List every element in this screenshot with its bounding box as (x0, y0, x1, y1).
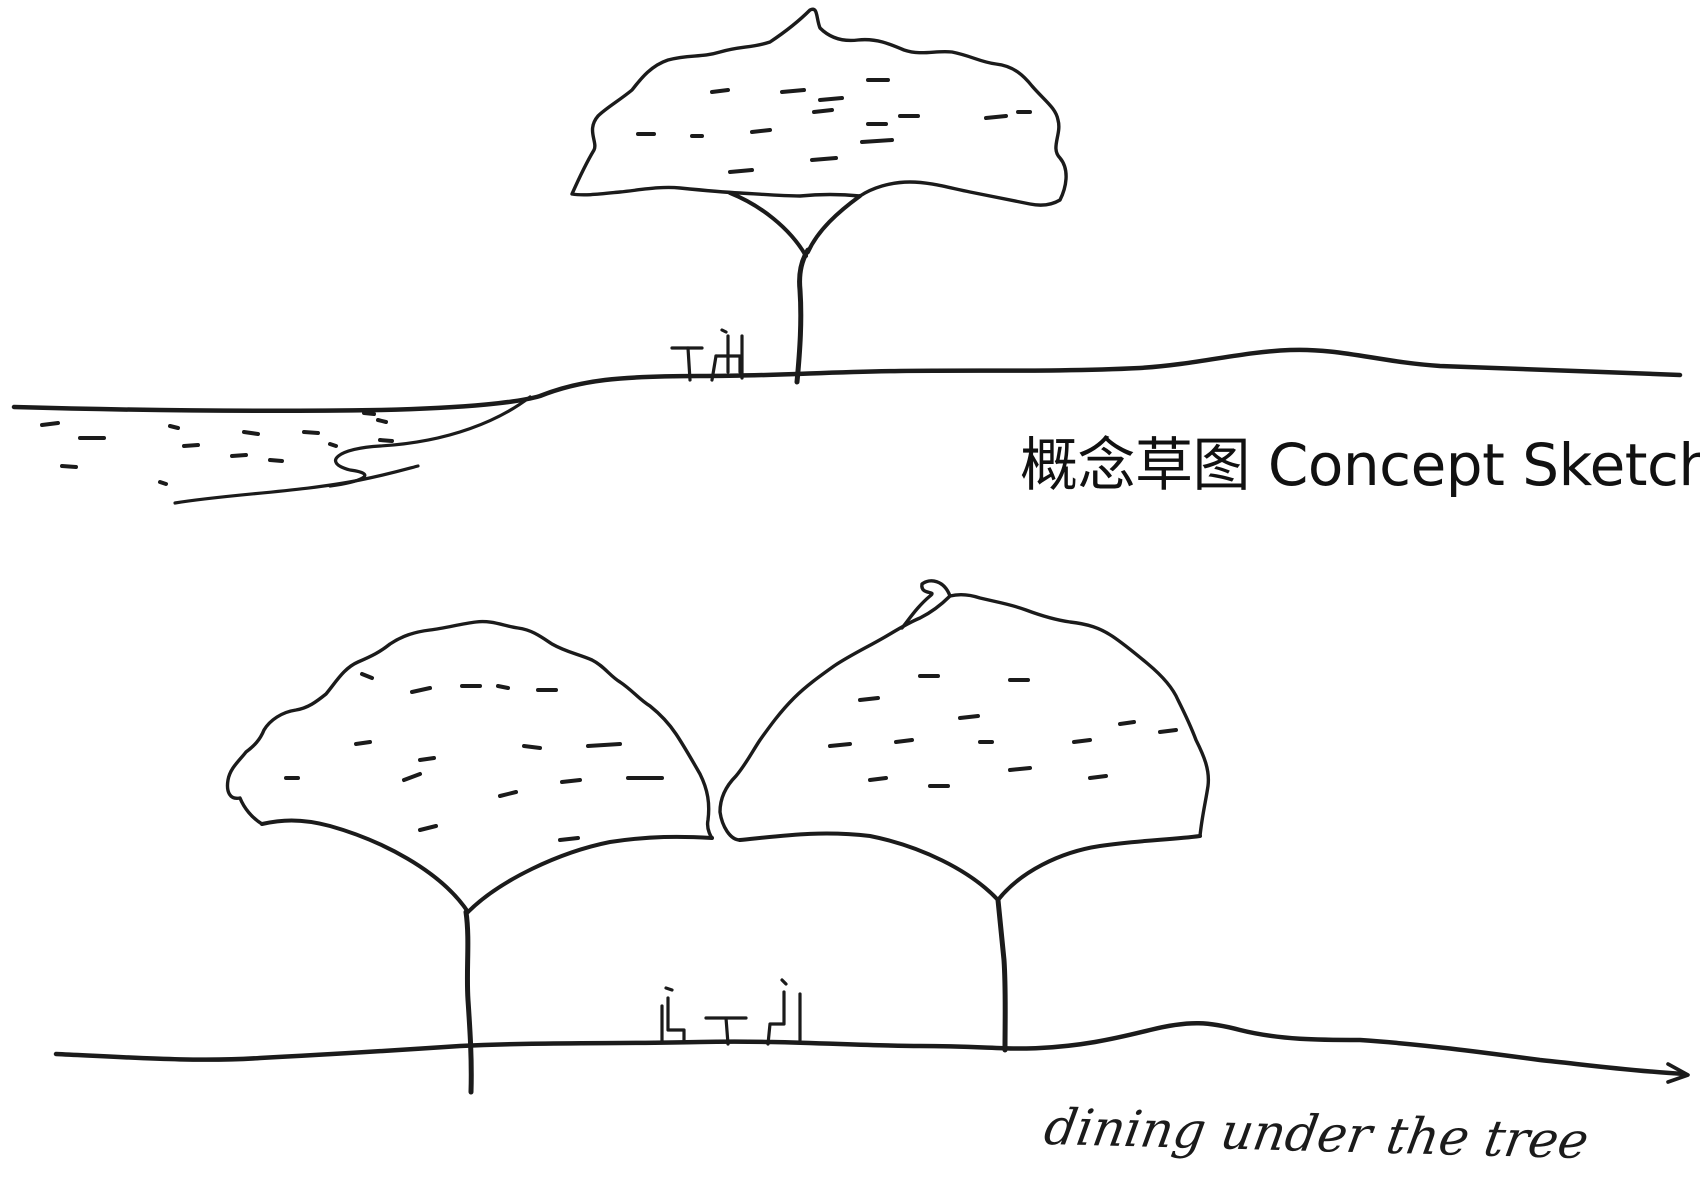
right-tree-trunk (995, 897, 1008, 1053)
lake-surface-line (328, 395, 532, 488)
left-tree-branch-right (466, 834, 714, 914)
diner-left (660, 986, 686, 1044)
right-tree-canopy-tip (900, 579, 952, 630)
left-tree-branch-left (260, 818, 470, 914)
bottom-ground-line (53, 1021, 1687, 1077)
concept-sketch-caption: 概念草图 Concept Sketch (1020, 431, 1700, 499)
top-scene (11, 7, 1683, 505)
right-tree-canopy (718, 592, 1211, 842)
top-tree-trunk (794, 247, 811, 385)
top-tree-branch-left (728, 191, 808, 258)
bottom-scene (53, 579, 1690, 1095)
top-tree-canopy (570, 7, 1068, 207)
bottom-dining-figures (660, 978, 802, 1046)
right-tree-branch-left (738, 831, 1000, 902)
right-tree-leaf-strokes (828, 674, 1178, 788)
top-tree-leaf-strokes (636, 78, 1032, 174)
top-tree-branch-right (806, 194, 862, 254)
top-ground-line (11, 347, 1683, 414)
top-dining-figures (670, 328, 744, 382)
left-tree-canopy (225, 619, 714, 840)
left-tree-trunk (463, 909, 474, 1095)
lake-edge-line (173, 464, 420, 505)
diner-right (766, 978, 802, 1046)
left-tree-leaf-strokes (284, 672, 664, 842)
lake-ripples (40, 411, 394, 486)
ground-arrow-head (1666, 1062, 1690, 1084)
table (704, 1016, 748, 1046)
right-tree-branch-right (996, 834, 1202, 902)
